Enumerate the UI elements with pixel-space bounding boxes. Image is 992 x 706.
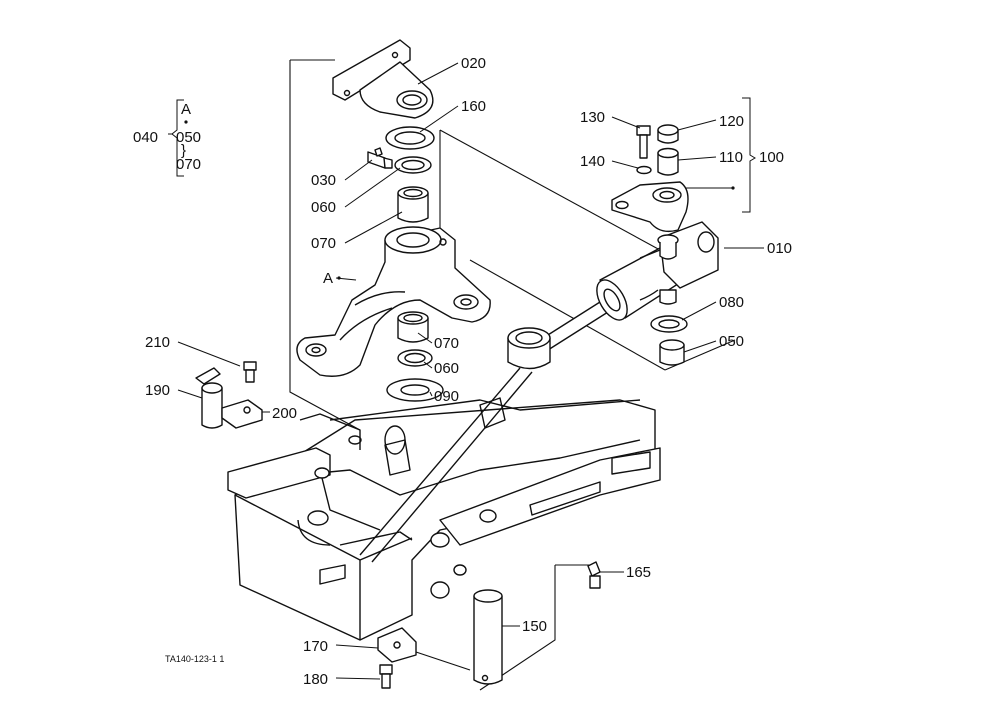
part-070-lower-bushing bbox=[397, 311, 429, 343]
assembly-leader-lines bbox=[289, 59, 736, 691]
part-140-washer bbox=[636, 165, 652, 175]
callout-A: A bbox=[323, 270, 333, 287]
part-110-collar bbox=[657, 147, 679, 176]
callout-180: 180 bbox=[303, 671, 328, 688]
inset-bracket-tilde: } bbox=[181, 142, 186, 159]
knuckle-arm-A bbox=[296, 226, 491, 377]
part-200-plate bbox=[221, 399, 263, 429]
inset-ref-label: A bbox=[181, 101, 191, 118]
callout-160: 160 bbox=[461, 98, 486, 115]
inset-child-top-label: 050 bbox=[176, 129, 201, 146]
callout-130: 130 bbox=[580, 109, 605, 126]
part-130-bolt bbox=[636, 125, 651, 159]
part-180-bolt bbox=[379, 664, 393, 689]
part-210-bolt bbox=[243, 361, 257, 383]
callout-200: 200 bbox=[272, 405, 297, 422]
callout-190: 190 bbox=[145, 382, 170, 399]
callout-150: 150 bbox=[522, 618, 547, 635]
callout-020: 020 bbox=[461, 55, 486, 72]
inset-reference: A 040 050 } 070 bbox=[133, 99, 201, 177]
part-020-bracket bbox=[332, 39, 434, 119]
callout-170: 170 bbox=[303, 638, 328, 655]
callout-010: 010 bbox=[767, 240, 792, 257]
callout-050: 050 bbox=[719, 333, 744, 350]
inset-parent-label: 040 bbox=[133, 129, 158, 146]
part-070-upper-bushing bbox=[397, 186, 429, 223]
part-150-pivot-pin bbox=[473, 589, 503, 685]
callout-090: 090 bbox=[434, 388, 459, 405]
callout-120: 120 bbox=[719, 113, 744, 130]
part-080-washer bbox=[650, 315, 688, 333]
part-030-grease-fitting bbox=[367, 147, 393, 169]
callout-140: 140 bbox=[580, 153, 605, 170]
inset-child-bottom-label: 070 bbox=[176, 156, 201, 173]
callout-165: 165 bbox=[626, 564, 651, 581]
callout-leader-lines bbox=[177, 62, 764, 680]
part-010-steering-cylinder bbox=[359, 221, 719, 563]
part-165-grease-fitting bbox=[587, 561, 601, 589]
callout-080: 080 bbox=[719, 294, 744, 311]
chassis-frame bbox=[227, 397, 661, 641]
callout-030: 030 bbox=[311, 172, 336, 189]
drawing-code: TA140-123-1 1 bbox=[165, 654, 224, 664]
part-060-lower-washer bbox=[397, 349, 433, 367]
callout-060-lower: 060 bbox=[434, 360, 459, 377]
inset-dot-icon bbox=[184, 120, 188, 124]
part-090-shim bbox=[386, 378, 444, 402]
part-100-cylinder-bracket bbox=[611, 181, 689, 233]
part-170-stopper-plate bbox=[377, 627, 417, 663]
part-050-bushing bbox=[659, 339, 685, 366]
part-060-upper-washer bbox=[394, 156, 432, 174]
part-160-seal bbox=[385, 126, 435, 150]
callout-labels: 020 160 030 060 070 A 070 060 090 130 12… bbox=[145, 55, 792, 688]
part-120-cap bbox=[657, 124, 679, 144]
callout-110: 110 bbox=[719, 149, 743, 166]
leader-dot-icon bbox=[731, 186, 735, 190]
callout-210: 210 bbox=[145, 334, 170, 351]
callout-100: 100 bbox=[759, 149, 784, 166]
leader-dot-icon bbox=[337, 276, 341, 280]
part-190-pin bbox=[195, 367, 223, 429]
callout-070-upper: 070 bbox=[311, 235, 336, 252]
callout-060-upper: 060 bbox=[311, 199, 336, 216]
callout-070-lower: 070 bbox=[434, 335, 459, 352]
